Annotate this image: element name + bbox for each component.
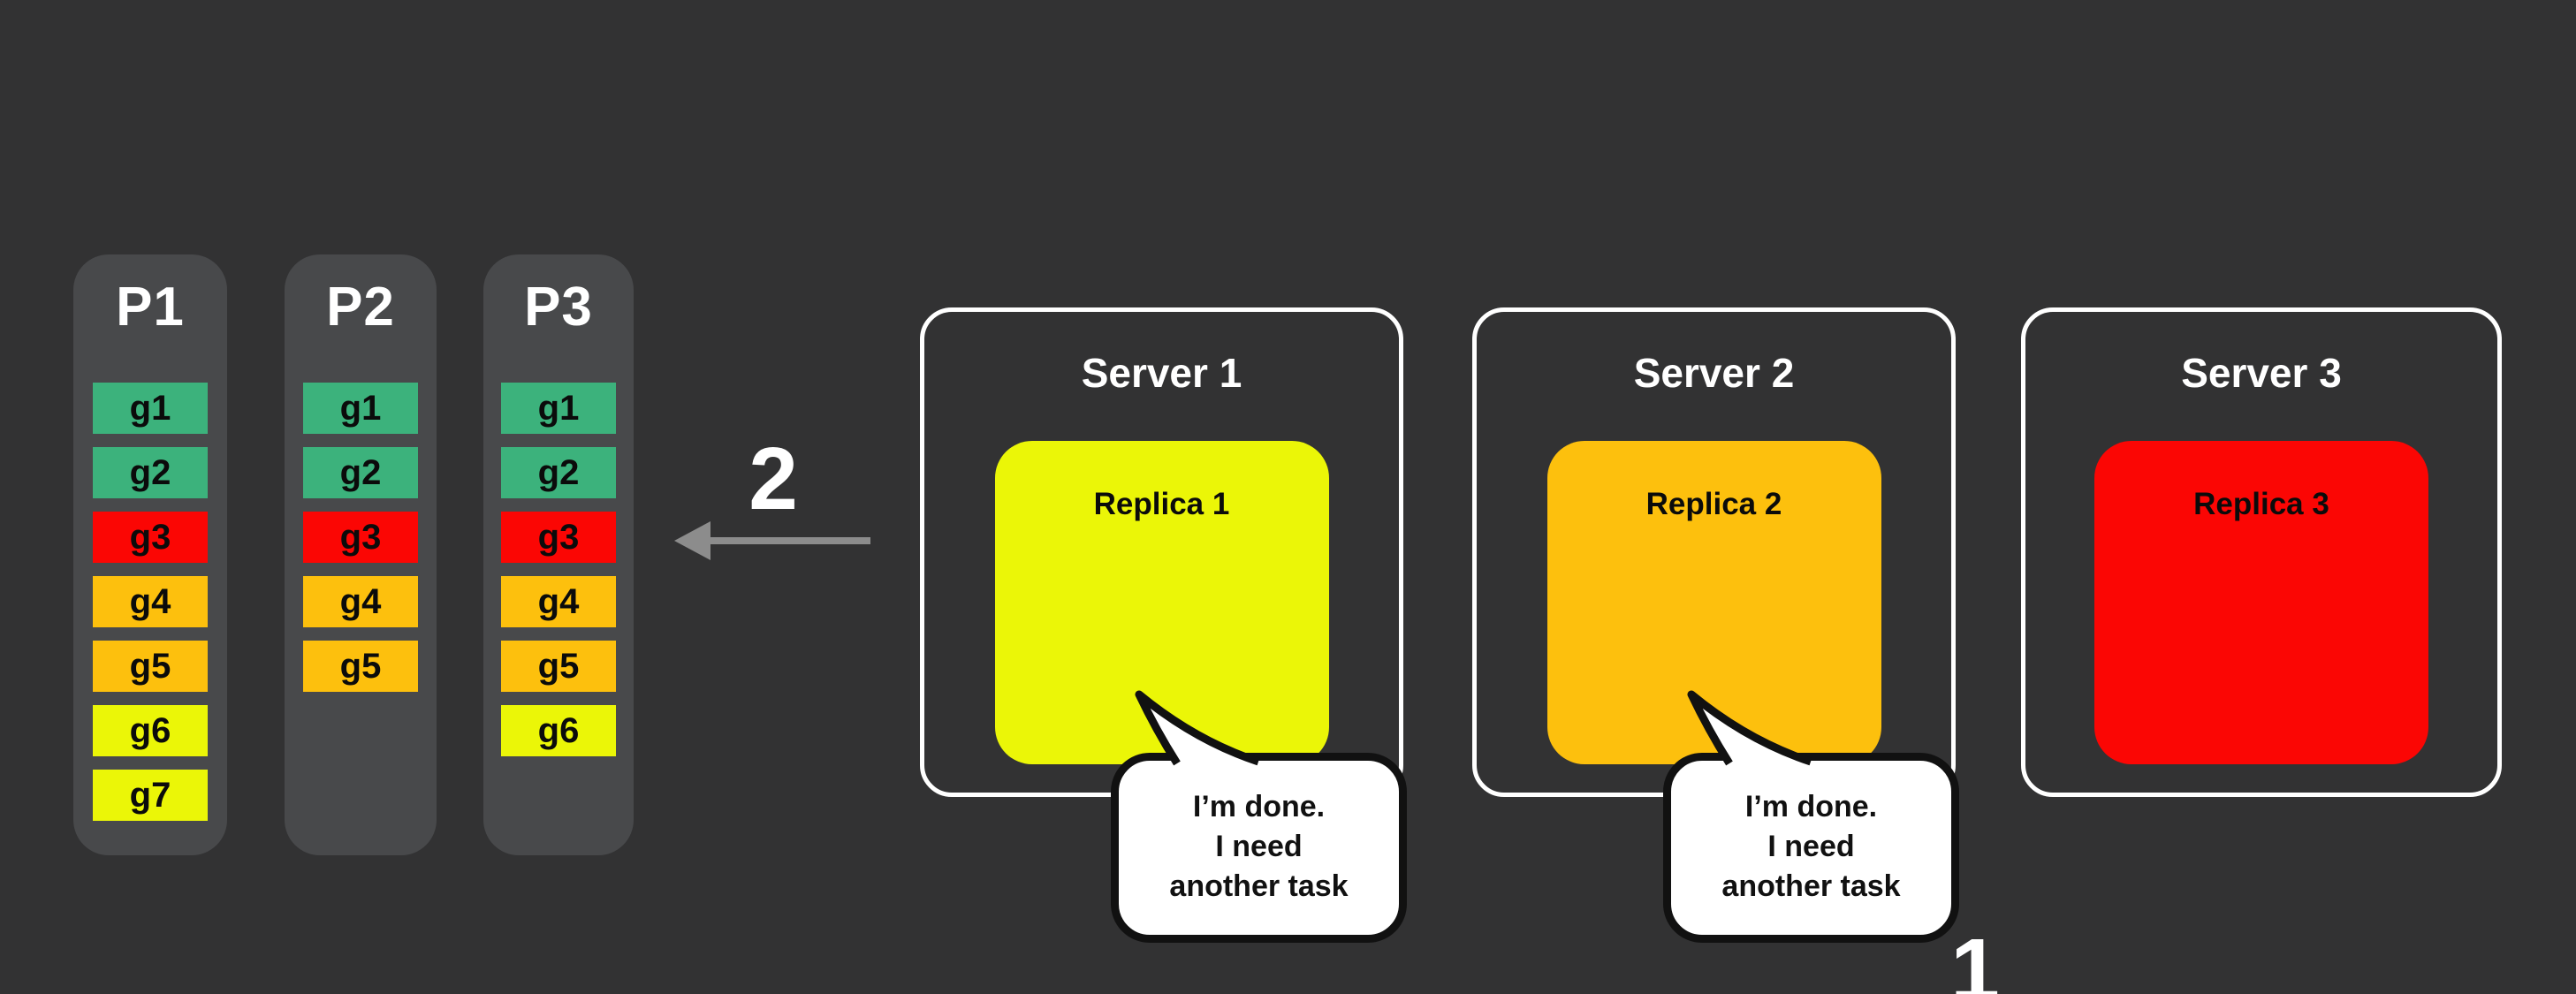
task-cell: g4 bbox=[501, 576, 616, 627]
step-1-label: 1 bbox=[1950, 921, 2000, 994]
speech-line: another task bbox=[1721, 869, 1901, 903]
task-cell: g1 bbox=[93, 383, 208, 434]
task-cell: g7 bbox=[93, 770, 208, 821]
speech-line: I need bbox=[1215, 830, 1303, 863]
task-cell: g5 bbox=[93, 641, 208, 692]
replica-label: Replica 3 bbox=[2193, 487, 2329, 521]
speech-line: I need bbox=[1767, 830, 1855, 863]
task-cell: g6 bbox=[93, 705, 208, 756]
left-arrow-head bbox=[674, 521, 710, 560]
speech-line: I’m done. bbox=[1192, 790, 1326, 823]
replica-label: Replica 1 bbox=[1093, 487, 1230, 521]
replica-1: Replica 1 bbox=[994, 441, 1329, 764]
task-cell: g2 bbox=[501, 447, 616, 498]
speech-bubble-text: I’m done. I need another task bbox=[1671, 787, 1951, 907]
partition-p1-cells: g1 g2 g3 g4 g5 g6 g7 bbox=[93, 383, 208, 821]
partition-p3-cells: g1 g2 g3 g4 g5 g6 bbox=[501, 383, 616, 756]
task-cell: g4 bbox=[303, 576, 418, 627]
partition-title: P1 bbox=[116, 277, 185, 338]
task-cell: g3 bbox=[303, 512, 418, 563]
task-cell: g6 bbox=[501, 705, 616, 756]
replica-3: Replica 3 bbox=[2094, 441, 2428, 764]
task-cell: g5 bbox=[303, 641, 418, 692]
replica-2: Replica 2 bbox=[1546, 441, 1881, 764]
partition-p3: P3 g1 g2 g3 g4 g5 g6 bbox=[483, 254, 634, 855]
server-3-box: Server 3 Replica 3 bbox=[2021, 307, 2502, 797]
partition-p1: P1 g1 g2 g3 g4 g5 g6 g7 bbox=[73, 254, 227, 855]
partition-title: P3 bbox=[524, 277, 593, 338]
task-cell: g1 bbox=[303, 383, 418, 434]
server-1-box: Server 1 Replica 1 bbox=[920, 307, 1403, 797]
task-cell: g2 bbox=[303, 447, 418, 498]
speech-line: I’m done. bbox=[1744, 790, 1878, 823]
speech-bubble-server-1: I’m done. I need another task bbox=[1111, 753, 1407, 943]
speech-bubble-server-2: I’m done. I need another task bbox=[1663, 753, 1959, 943]
task-cell: g4 bbox=[93, 576, 208, 627]
task-cell: g5 bbox=[501, 641, 616, 692]
server-title: Server 2 bbox=[1633, 350, 1795, 396]
replica-label: Replica 2 bbox=[1645, 487, 1782, 521]
task-cell: g2 bbox=[93, 447, 208, 498]
server-2-box: Server 2 Replica 2 bbox=[1472, 307, 1956, 797]
partition-p2-cells: g1 g2 g3 g4 g5 bbox=[303, 383, 418, 692]
server-title: Server 3 bbox=[2181, 350, 2342, 396]
speech-bubble-text: I’m done. I need another task bbox=[1119, 787, 1399, 907]
speech-line: another task bbox=[1169, 869, 1349, 903]
step-2-label: 2 bbox=[748, 429, 798, 528]
task-cell: g1 bbox=[501, 383, 616, 434]
task-cell: g3 bbox=[501, 512, 616, 563]
server-title: Server 1 bbox=[1081, 350, 1242, 396]
task-cell: g3 bbox=[93, 512, 208, 563]
partition-p2: P2 g1 g2 g3 g4 g5 bbox=[285, 254, 437, 855]
partition-title: P2 bbox=[326, 277, 395, 338]
